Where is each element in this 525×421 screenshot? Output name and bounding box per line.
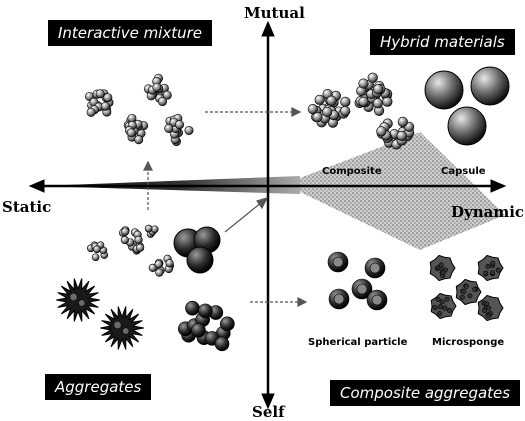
- transition-arrows: [144, 108, 306, 306]
- transition-wedge: [40, 132, 505, 250]
- axis-label-self: Self: [252, 403, 285, 421]
- spiky-aggregates: [56, 279, 144, 350]
- microsponge-particles: [430, 255, 503, 320]
- interactive-mixture-particles: [85, 74, 193, 146]
- quadrant-label-aggregates: Aggregates: [45, 374, 151, 400]
- capsule-spheres: [425, 67, 509, 145]
- annotation-capsule: Capsule: [441, 166, 486, 177]
- axis-label-dynamic: Dynamic: [451, 203, 524, 221]
- quadrant-label-hybrid-materials: Hybrid materials: [370, 29, 515, 55]
- large-aggregate-spheres: [174, 227, 220, 273]
- axis-label-static: Static: [2, 198, 51, 216]
- annotation-composite: Composite: [322, 166, 382, 177]
- quadrant-label-interactive-mixture: Interactive mixture: [48, 20, 212, 46]
- quadrant-label-composite-aggregates: Composite aggregates: [330, 380, 520, 406]
- annotation-spherical-particle: Spherical particle: [308, 337, 407, 348]
- spherical-particles: [328, 252, 387, 310]
- composite-particles: [308, 73, 414, 149]
- annotation-microsponge: Microsponge: [432, 337, 504, 348]
- axis-label-mutual: Mutual: [244, 4, 305, 22]
